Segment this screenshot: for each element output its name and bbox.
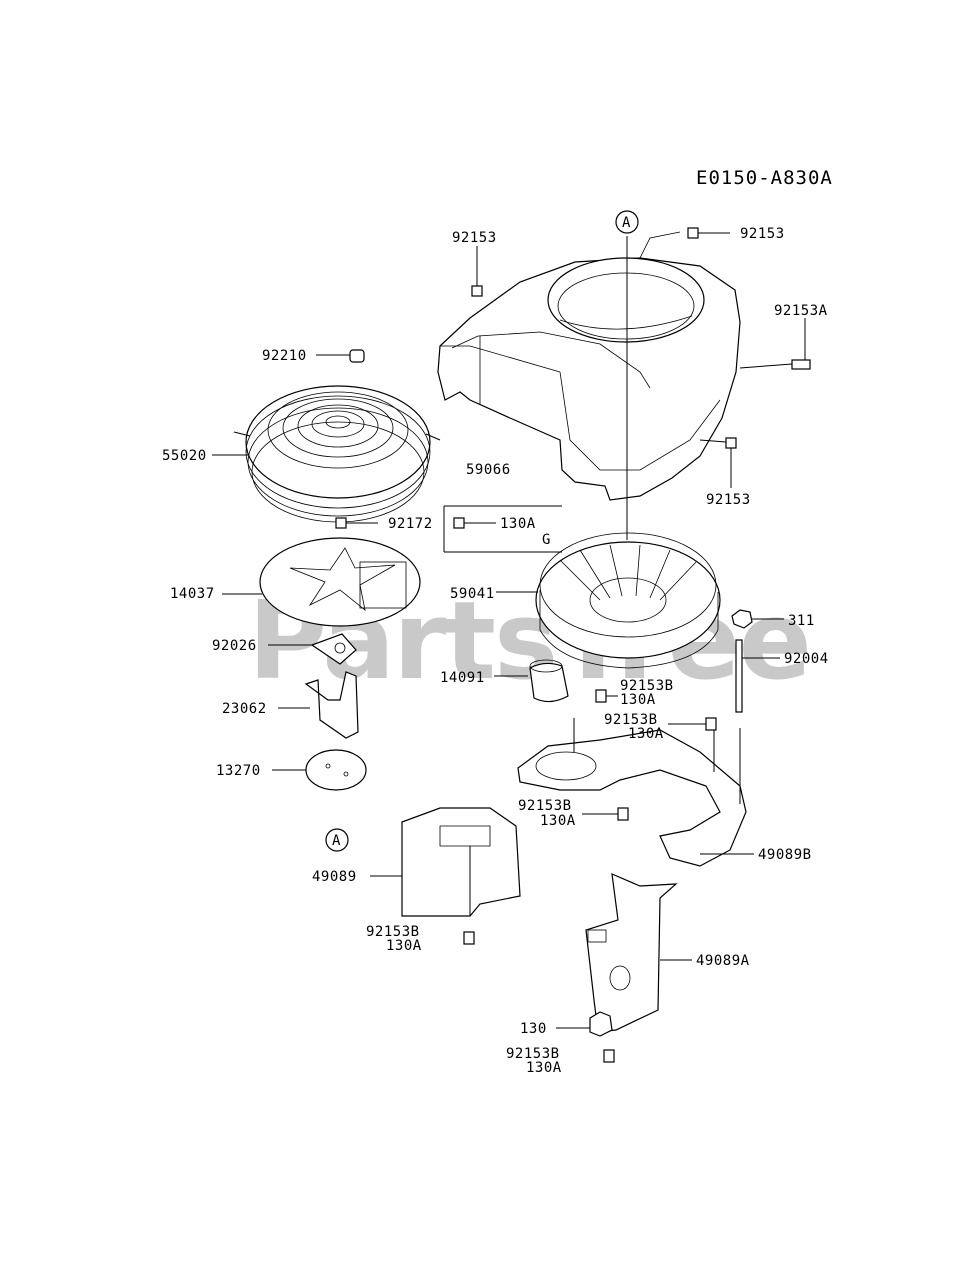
label-130A-3[interactable]: 130A: [540, 813, 576, 829]
label-92210[interactable]: 92210: [262, 348, 307, 364]
bolt-92172[interactable]: [335, 517, 378, 529]
label-92004[interactable]: 92004: [784, 651, 829, 667]
label-130A-4[interactable]: 130A: [386, 938, 422, 954]
svg-text:A: A: [332, 833, 341, 849]
label-92153B-1[interactable]: 92153B: [620, 678, 674, 694]
part-labels: 92153 92153 92153A 92210 55020 59066 921…: [162, 226, 829, 1076]
blower-housing-59066[interactable]: [437, 231, 741, 501]
label-g-mark: G: [542, 532, 551, 548]
label-92172[interactable]: 92172: [388, 516, 433, 532]
label-92026[interactable]: 92026: [212, 638, 257, 654]
bolt-92153-top-left[interactable]: [471, 246, 483, 297]
baffle-49089a[interactable]: [585, 873, 678, 1033]
svg-text:A: A: [622, 215, 631, 231]
label-49089A[interactable]: 49089A: [696, 953, 750, 969]
label-92153A[interactable]: 92153A: [774, 303, 828, 319]
diagram-code: E0150-A830A: [696, 167, 833, 189]
label-130A-g[interactable]: 130A: [500, 516, 536, 532]
label-13270[interactable]: 13270: [216, 763, 261, 779]
label-49089[interactable]: 49089: [312, 869, 357, 885]
collar-14091[interactable]: [529, 659, 569, 703]
bolt-92153b-1[interactable]: [595, 689, 618, 703]
ref-marker-a-bottom: A: [325, 828, 349, 852]
label-92153-mid[interactable]: 92153: [706, 492, 751, 508]
label-92153B-5[interactable]: 92153B: [506, 1046, 560, 1062]
label-92153B-4[interactable]: 92153B: [366, 924, 420, 940]
bolt-92153-mid[interactable]: [699, 437, 737, 488]
nut-311[interactable]: [731, 609, 784, 629]
bolt-130a-g[interactable]: [453, 517, 496, 529]
label-59066[interactable]: 59066: [466, 462, 511, 478]
label-49089B[interactable]: 49089B: [758, 847, 812, 863]
bolt-92153b-4[interactable]: [463, 931, 475, 945]
label-130[interactable]: 130: [520, 1021, 547, 1037]
bolt-92153-top-right[interactable]: [687, 227, 730, 239]
washer-92026[interactable]: [310, 633, 357, 665]
nut-92210[interactable]: [316, 349, 365, 363]
label-130A-2[interactable]: 130A: [628, 726, 664, 742]
label-92153B-2[interactable]: 92153B: [604, 712, 658, 728]
bolt-92153b-5[interactable]: [603, 1049, 615, 1063]
label-14037[interactable]: 14037: [170, 586, 215, 602]
bolt-92153b-2[interactable]: [668, 717, 717, 731]
label-311[interactable]: 311: [788, 613, 815, 629]
label-92153B-3[interactable]: 92153B: [518, 798, 572, 814]
bracket-23062[interactable]: [304, 671, 359, 739]
label-55020[interactable]: 55020: [162, 448, 207, 464]
bolt-92153b-3[interactable]: [582, 807, 629, 821]
baffle-49089[interactable]: [401, 807, 521, 917]
ref-marker-a-top: A: [615, 210, 639, 234]
rotating-screen-55020[interactable]: [233, 385, 441, 523]
label-14091[interactable]: 14091: [440, 670, 485, 686]
plate-13270[interactable]: [305, 749, 367, 791]
label-130A-5[interactable]: 130A: [526, 1060, 562, 1076]
label-92153-top-left[interactable]: 92153: [452, 230, 497, 246]
plate-14037[interactable]: [259, 537, 421, 627]
label-92153-top-right[interactable]: 92153: [740, 226, 785, 242]
bolt-92153A[interactable]: [739, 318, 811, 370]
label-59041[interactable]: 59041: [450, 586, 495, 602]
stud-92004[interactable]: [735, 639, 780, 713]
label-23062[interactable]: 23062: [222, 701, 267, 717]
bolt-130[interactable]: [556, 1011, 613, 1037]
label-130A-1[interactable]: 130A: [620, 692, 656, 708]
baffle-49089b[interactable]: [517, 729, 747, 867]
fan-59041[interactable]: [535, 532, 721, 669]
